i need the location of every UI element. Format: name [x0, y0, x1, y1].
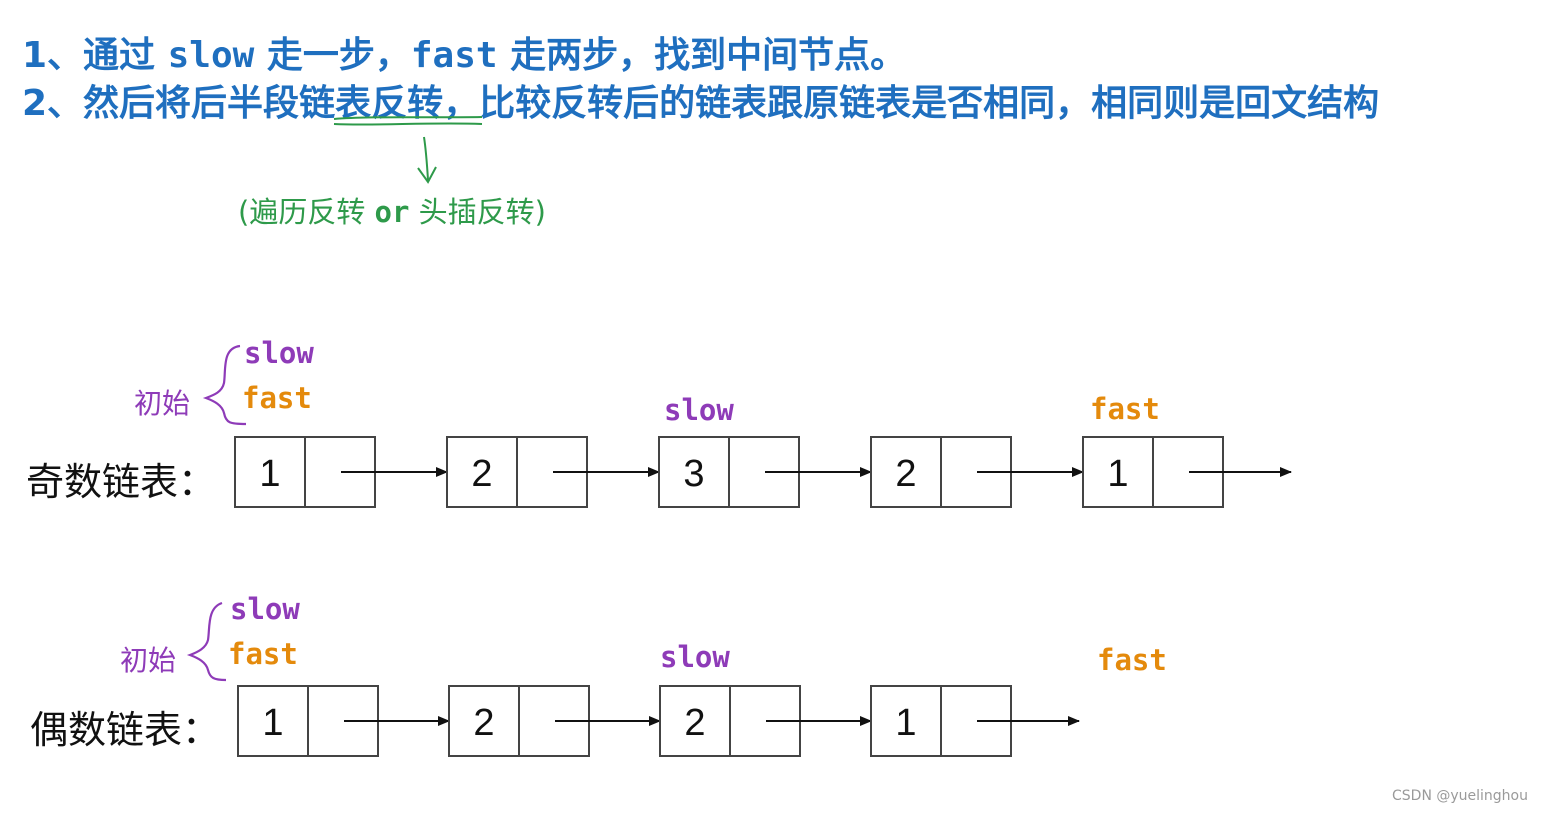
step-1-text: 1、通过 slow 走一步，fast 走两步，找到中间节点。: [22, 26, 906, 78]
step-1-mid: 走一步，: [254, 35, 411, 76]
odd-mid-slow: slow: [664, 393, 734, 427]
even-init-slow: slow: [230, 592, 300, 626]
even-mid-slow: slow: [660, 640, 730, 674]
odd-list-nodes: 1 2 3 2 1: [234, 436, 1292, 508]
odd-init-fast: fast: [242, 381, 312, 415]
even-node-1-value: 1: [262, 702, 283, 744]
step-2-suffix: ，比较反转后的链表跟原链表是否相同，相同则是回文结构: [443, 83, 1380, 124]
even-node-4-value: 1: [895, 702, 916, 744]
odd-node-3-value-box: [658, 436, 730, 508]
watermark: CSDN @yuelinghou: [1392, 788, 1528, 804]
odd-init-slow: slow: [244, 336, 314, 370]
note-or: or: [374, 195, 410, 229]
note-arrow-shaft: [423, 136, 429, 181]
reverse-method-note: (遍历反转 or 头插反转): [238, 189, 546, 231]
step-1-slow: slow: [167, 35, 255, 76]
even-node-4-value-box: [870, 685, 942, 757]
note-arrow-head: [417, 166, 437, 184]
even-init-label: 初始: [120, 644, 177, 677]
note-after: 头插反转): [409, 195, 547, 229]
odd-node-3-value: 3: [683, 453, 704, 495]
odd-end-fast: fast: [1090, 392, 1160, 426]
odd-node-5-value-box: [1082, 436, 1154, 508]
step-1-prefix: 1、通过: [22, 35, 168, 76]
odd-node-1-value-box: [234, 436, 306, 508]
odd-node-4-value-box: [870, 436, 942, 508]
even-list-label: 偶数链表：: [30, 708, 221, 752]
odd-node-5-value: 1: [1107, 453, 1128, 495]
emphasis-underline-1: [333, 116, 483, 120]
even-init-brace: [186, 601, 227, 682]
odd-node-1-value: 1: [259, 453, 280, 495]
odd-node-2-value-box: [446, 436, 518, 508]
odd-init-brace: [202, 344, 247, 426]
odd-node-4-value: 2: [895, 453, 916, 495]
step-2-prefix: 2、然后将后半段: [22, 83, 300, 124]
step-2-text: 2、然后将后半段链表反转，比较反转后的链表跟原链表是否相同，相同则是回文结构: [22, 74, 1379, 126]
emphasis-underline-2: [333, 122, 483, 126]
even-node-2-value: 2: [473, 702, 494, 744]
note-before: (遍历反转: [238, 195, 375, 229]
even-init-fast: fast: [228, 637, 298, 671]
even-node-1-value-box: [237, 685, 309, 757]
step-1-fast: fast: [410, 35, 498, 76]
odd-init-label: 初始: [134, 387, 191, 420]
step-1-suffix: 走两步，找到中间节点。: [497, 35, 907, 76]
even-end-fast: fast: [1097, 643, 1167, 677]
even-list-nodes: 1 2 2 1: [237, 685, 1080, 757]
even-node-3-value-box: [659, 685, 731, 757]
even-node-3-value: 2: [684, 702, 705, 744]
odd-list-label: 奇数链表：: [26, 460, 217, 504]
odd-node-2-value: 2: [471, 453, 492, 495]
